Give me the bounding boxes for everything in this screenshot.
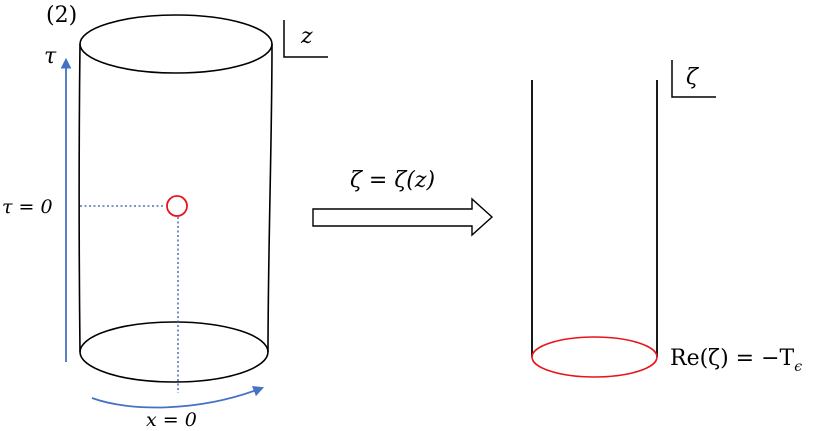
panel-label: (2) <box>46 3 77 28</box>
cylinder-left-side <box>78 43 81 353</box>
time-zero-label: τ = 0 <box>2 196 53 218</box>
svg-text:Re(ζ) = −Tϵ: Re(ζ) = −Tϵ <box>670 346 802 375</box>
svg-text:z: z <box>300 24 313 49</box>
time-axis-label: τ <box>44 44 57 69</box>
map-arrow <box>312 197 494 237</box>
boundary-ellipse <box>531 336 658 378</box>
boundary-label: Re(ζ) = −Tϵ <box>670 346 802 375</box>
half-strip <box>531 80 658 378</box>
space-zero-label: x = 0 <box>146 409 197 431</box>
left-plane-label: z <box>283 20 328 58</box>
cylinder <box>78 14 273 383</box>
cylinder-top-ellipse <box>79 14 273 74</box>
space-axis-arrow <box>91 386 265 409</box>
cylinder-bottom-ellipse <box>79 321 269 383</box>
svg-text:ζ: ζ <box>686 65 700 90</box>
right-plane-label: ζ <box>671 60 716 98</box>
cylinder-right-side <box>267 43 273 353</box>
origin-marker <box>166 195 188 217</box>
map-label: ζ = ζ(z) <box>350 168 435 193</box>
